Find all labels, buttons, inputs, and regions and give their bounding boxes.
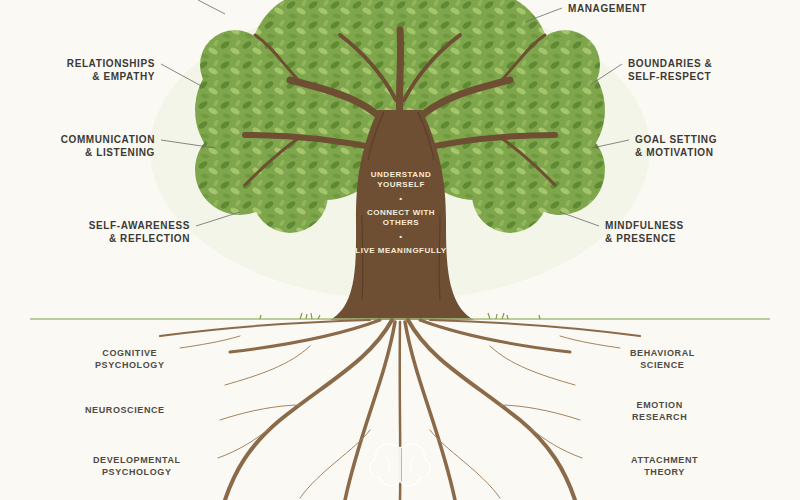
- branch-label: SELF-AWARENESS & REFLECTION: [84, 219, 190, 245]
- branch-label: RELATIONSHIPS & EMPATHY: [62, 57, 155, 83]
- branch-label: GOAL SETTING & MOTIVATION: [635, 133, 722, 159]
- trunk-text-column: UNDERSTAND YOURSELF • CONNECT WITH OTHERS •…: [354, 170, 448, 256]
- leader-line: [196, 212, 240, 226]
- brain-half: [400, 444, 430, 485]
- root-label: BEHAVIORAL SCIENCE: [630, 348, 695, 371]
- canopy-blob: [530, 30, 600, 100]
- canopy-blob: [425, 0, 515, 57]
- root: [560, 336, 620, 348]
- root: [530, 428, 582, 458]
- root: [225, 346, 310, 385]
- leader-line: [525, 8, 562, 22]
- branch: [255, 35, 300, 82]
- brain-logo: [370, 444, 431, 485]
- root: [160, 320, 370, 336]
- root-label: EMOTION RESEARCH: [632, 400, 687, 423]
- leader-line: [161, 64, 205, 88]
- root-label: DEVELOPMENTAL PSYCHOLOGY: [93, 455, 180, 478]
- bark-line: [439, 215, 441, 300]
- fine-roots: [180, 336, 620, 498]
- bark: [362, 112, 440, 300]
- root: [420, 320, 570, 352]
- bark-line: [361, 215, 363, 300]
- root-label: ATTACHMENT THEORY: [631, 455, 698, 478]
- ground-line: [30, 318, 770, 320]
- root-label: NEUROSCIENCE: [85, 405, 165, 417]
- leader-line: [161, 140, 215, 148]
- branch-label: MANAGEMENT: [568, 2, 647, 15]
- root: [500, 405, 580, 420]
- root: [300, 430, 370, 498]
- branch: [245, 137, 300, 185]
- leader-line: [560, 212, 599, 226]
- roots: [160, 320, 640, 500]
- grass: [260, 313, 540, 319]
- trunk-label: UNDERSTAND YOURSELF: [354, 170, 448, 190]
- leader-line: [198, 0, 225, 14]
- leader-lines: [161, 0, 629, 226]
- trunk-label: LIVE MEANINGFULLY: [355, 246, 446, 256]
- root-label: COGNITIVE PSYCHOLOGY: [95, 348, 165, 371]
- root: [408, 320, 575, 500]
- branch-label: BOUNDARIES & SELF-RESPECT: [628, 57, 727, 83]
- root: [218, 428, 270, 458]
- leader-line: [592, 140, 629, 148]
- branch: [245, 135, 385, 150]
- grass-tufts: [260, 313, 540, 319]
- separator-dot: •: [399, 232, 402, 242]
- root: [430, 430, 500, 498]
- branch: [500, 137, 555, 185]
- leader-line: [590, 64, 622, 85]
- trunk-label: CONNECT WITH OTHERS: [354, 208, 448, 228]
- root: [180, 336, 240, 348]
- separator-dot: •: [399, 194, 402, 204]
- root: [430, 320, 640, 336]
- brain-half: [370, 444, 400, 485]
- root: [220, 405, 300, 420]
- canopy-blob: [200, 30, 270, 100]
- branch: [404, 35, 460, 100]
- branch: [500, 35, 545, 82]
- bark-line: [418, 112, 434, 160]
- root: [225, 320, 392, 500]
- bark-line: [368, 112, 384, 160]
- branch: [340, 35, 396, 100]
- root: [490, 346, 575, 385]
- branch-label: COMMUNICATION & LISTENING: [56, 133, 155, 159]
- root: [345, 322, 395, 500]
- brain-folds: [386, 458, 414, 470]
- canopy-blob: [300, 0, 390, 57]
- trunk: [330, 110, 474, 320]
- branch-label: MINDFULNESS & PRESENCE: [605, 219, 688, 245]
- root: [230, 320, 380, 352]
